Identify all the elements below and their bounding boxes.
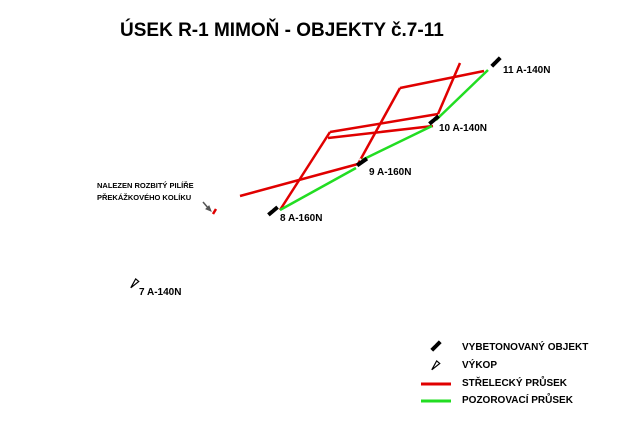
firing-lane xyxy=(399,69,485,90)
object-label-7: 7 A-140N xyxy=(139,287,182,298)
object-label-10: 10 A-140N xyxy=(439,123,487,134)
firing-lane xyxy=(329,112,439,134)
legend-concreted-label: VYBETONOVANÝ OBJEKT xyxy=(462,342,589,353)
object-label-8: 8 A-160N xyxy=(280,213,323,224)
pillar-note-line: PŘEKÁŽKOVÉHO KOLÍKU xyxy=(97,193,192,202)
pillar-note-line: NALEZEN ROZBITÝ PILÍŘE xyxy=(97,181,194,190)
observation-lane xyxy=(435,69,489,121)
firing-lane xyxy=(356,87,402,165)
legend-firing-label: STŘELECKÝ PRŮSEK xyxy=(462,378,568,389)
object-label-9: 9 A-160N xyxy=(369,167,412,178)
firing-lane xyxy=(327,124,434,140)
pillar-marker xyxy=(211,208,218,215)
concreted-object-icon xyxy=(355,156,369,168)
concreted-object-icon xyxy=(490,56,502,68)
firing-lane xyxy=(239,162,359,198)
excavation-icon xyxy=(130,277,140,289)
map-title: ÚSEK R-1 MIMOŇ - OBJEKTY č.7-11 xyxy=(120,20,444,41)
observation-lane xyxy=(361,124,433,162)
pillar-note: NALEZEN ROZBITÝ PILÍŘE PŘEKÁŽKOVÉHO KOLÍ… xyxy=(97,180,194,204)
arrow-icon xyxy=(202,201,212,212)
legend-excavation-icon xyxy=(431,359,441,371)
concreted-object-icon xyxy=(267,205,279,217)
firing-lanes xyxy=(211,62,485,215)
legend-observation-label: POZOROVACÍ PRŮSEK xyxy=(462,395,573,406)
observation-lane xyxy=(279,166,357,212)
concreted-object-icon xyxy=(428,114,440,126)
object-label-11: 11 A-140N xyxy=(503,65,551,76)
observation-lanes xyxy=(279,69,489,212)
legend-concreted-icon xyxy=(430,340,442,352)
firing-lane xyxy=(436,62,462,115)
legend-excavation-label: VÝKOP xyxy=(462,360,498,371)
concreted-objects xyxy=(267,56,502,217)
firing-lane xyxy=(278,131,332,211)
